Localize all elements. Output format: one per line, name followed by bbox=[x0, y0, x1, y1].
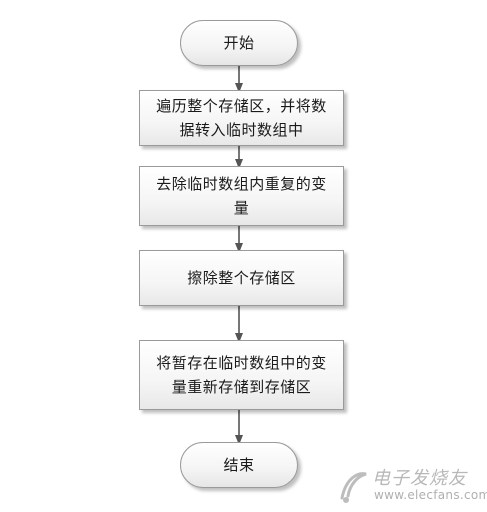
watermark-text-en: www.elecfans.com bbox=[374, 488, 487, 502]
step-traverse-storage-text: 遍历整个存储区，并将数 据转入临时数组中 bbox=[156, 94, 327, 142]
start-node: 开始 bbox=[180, 20, 298, 66]
step-traverse-storage: 遍历整个存储区，并将数 据转入临时数组中 bbox=[139, 90, 344, 146]
end-label: 结束 bbox=[223, 456, 255, 474]
step-restore-variables-text: 将暂存在临时数组中的变 量重新存储到存储区 bbox=[156, 351, 327, 399]
step-restore-variables: 将暂存在临时数组中的变 量重新存储到存储区 bbox=[139, 340, 344, 410]
step-remove-duplicates: 去除临时数组内重复的变 量 bbox=[139, 166, 344, 226]
step-traverse-storage-line1: 遍历整个存储区，并将数 bbox=[156, 97, 327, 115]
step-traverse-storage-line2: 据转入临时数组中 bbox=[179, 121, 304, 139]
start-label: 开始 bbox=[223, 34, 255, 52]
step-restore-variables-line1: 将暂存在临时数组中的变 bbox=[156, 354, 327, 372]
step-erase-storage-text: 擦除整个存储区 bbox=[187, 266, 296, 290]
step-remove-duplicates-line2: 量 bbox=[233, 199, 250, 217]
step-remove-duplicates-text: 去除临时数组内重复的变 量 bbox=[156, 172, 327, 220]
step-restore-variables-line2: 量重新存储到存储区 bbox=[171, 378, 312, 396]
end-node: 结束 bbox=[180, 442, 298, 488]
watermark-text-cn: 电子发烧友 bbox=[372, 468, 467, 489]
step-remove-duplicates-line1: 去除临时数组内重复的变 bbox=[156, 175, 327, 193]
step-erase-storage-line1: 擦除整个存储区 bbox=[187, 269, 296, 287]
step-erase-storage: 擦除整个存储区 bbox=[139, 250, 344, 306]
watermark: 电子发烧友 www.elecfans.com bbox=[336, 464, 487, 510]
elecfans-logo-icon bbox=[340, 472, 367, 503]
